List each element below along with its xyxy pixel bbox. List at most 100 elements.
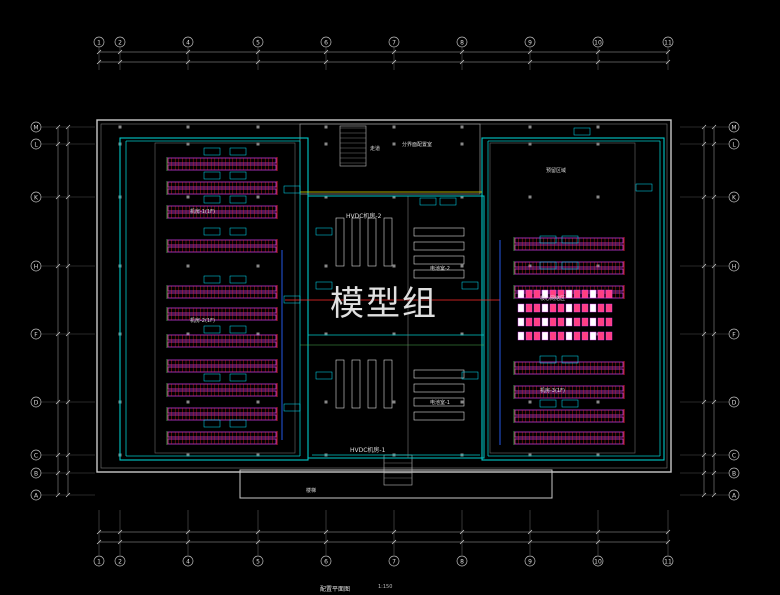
core-cabinet	[557, 289, 565, 299]
grid-bubble-top	[182, 36, 194, 48]
equipment-tag	[229, 171, 247, 180]
grid-label-left: H	[34, 263, 39, 270]
grid-bubble-top	[456, 36, 468, 48]
grid-label-top: 1	[97, 40, 101, 47]
column	[256, 332, 260, 336]
core-cabinet	[565, 303, 573, 313]
grid-bubble-bottom	[388, 555, 400, 567]
top-core	[299, 123, 481, 195]
core-cabinet	[573, 303, 581, 313]
column	[596, 453, 600, 457]
bottom-annex	[239, 469, 553, 499]
core-cabinet	[565, 317, 573, 327]
column	[528, 195, 532, 199]
grid-label-right: L	[732, 141, 736, 148]
grid-bubble-top	[524, 36, 536, 48]
column	[324, 332, 328, 336]
equipment-tag	[283, 295, 301, 304]
equipment-tag	[229, 325, 247, 334]
equipment-tag	[561, 355, 579, 364]
equipment-tag	[539, 261, 557, 270]
core-cabinet	[549, 317, 557, 327]
grid-label-top: 2	[118, 40, 122, 47]
grid-bubble-bottom	[320, 555, 332, 567]
column	[186, 264, 190, 268]
hvdc-cabinet	[335, 359, 345, 409]
grid-bubble-top	[592, 36, 604, 48]
column	[392, 400, 396, 404]
core-cabinet	[533, 317, 541, 327]
column	[460, 400, 464, 404]
stair-top	[339, 125, 367, 167]
core-cabinet	[517, 289, 525, 299]
grid-label-top: 6	[324, 40, 328, 47]
right-inner-zone	[489, 142, 636, 454]
battery-rack	[413, 383, 465, 393]
equipment	[203, 127, 653, 428]
core-cabinet	[533, 303, 541, 313]
battery-rack	[413, 241, 465, 251]
grid-label-left: D	[34, 399, 39, 406]
equipment-tag	[315, 227, 333, 236]
label-stair: 楼梯	[306, 487, 316, 494]
grid-bubble-top	[93, 36, 105, 48]
grid-label-right: H	[732, 263, 737, 270]
core-cabinet	[597, 331, 605, 341]
column	[528, 125, 532, 129]
label-core-network: 核心网络区	[540, 295, 565, 302]
grid-label-top: 9	[528, 40, 532, 47]
grid-bubble-top	[320, 36, 332, 48]
equipment-tag	[229, 419, 247, 428]
column	[324, 125, 328, 129]
column	[460, 195, 464, 199]
grid-label-bottom: 6	[324, 559, 328, 566]
column	[256, 400, 260, 404]
core-cabinet	[573, 331, 581, 341]
column	[324, 142, 328, 146]
grid-label-left: M	[33, 124, 38, 131]
column	[596, 195, 600, 199]
label-battery-2: 电池室-2	[430, 265, 450, 272]
grid-label-top: 5	[256, 40, 260, 47]
cable-trays	[125, 140, 661, 457]
core-cabinet	[541, 289, 549, 299]
left-inner-zone	[154, 142, 296, 454]
column	[186, 142, 190, 146]
core-cabinet	[565, 289, 573, 299]
grid-label-right: D	[732, 399, 737, 406]
grid-label-right: C	[732, 452, 736, 459]
equipment-tag	[203, 275, 221, 284]
grid-label-left: A	[34, 492, 39, 499]
label-interface-room: 分界面配置室	[402, 141, 432, 148]
grid-label-bottom: 10	[594, 559, 602, 566]
grid-label-right: K	[732, 194, 737, 201]
core-cabinet	[557, 303, 565, 313]
column	[392, 264, 396, 268]
grid-bubble-top	[662, 36, 674, 48]
equipment-tag	[203, 419, 221, 428]
grid-label-bottom: 4	[186, 559, 190, 566]
core-cabinet	[605, 289, 613, 299]
hvdc-cabinet	[383, 217, 393, 267]
grid-label-top: 11	[664, 40, 672, 47]
column	[528, 142, 532, 146]
core-cabinet	[573, 289, 581, 299]
core-cabinet	[589, 303, 597, 313]
hvdc-cabinet	[351, 359, 361, 409]
grid-label-bottom: 7	[392, 559, 396, 566]
column	[324, 264, 328, 268]
grid-label-left: B	[34, 470, 38, 477]
column	[392, 195, 396, 199]
equipment-tag	[229, 227, 247, 236]
column	[186, 332, 190, 336]
label-hall-1: 机房-1(1F)	[190, 208, 215, 215]
equipment-tag	[315, 281, 333, 290]
core-cabinet	[597, 289, 605, 299]
grid-label-bottom: 5	[256, 559, 260, 566]
label-corridor: 走道	[370, 145, 380, 152]
equipment-tag	[229, 147, 247, 156]
core-cabinet	[581, 317, 589, 327]
grid-bubble-top	[252, 36, 264, 48]
